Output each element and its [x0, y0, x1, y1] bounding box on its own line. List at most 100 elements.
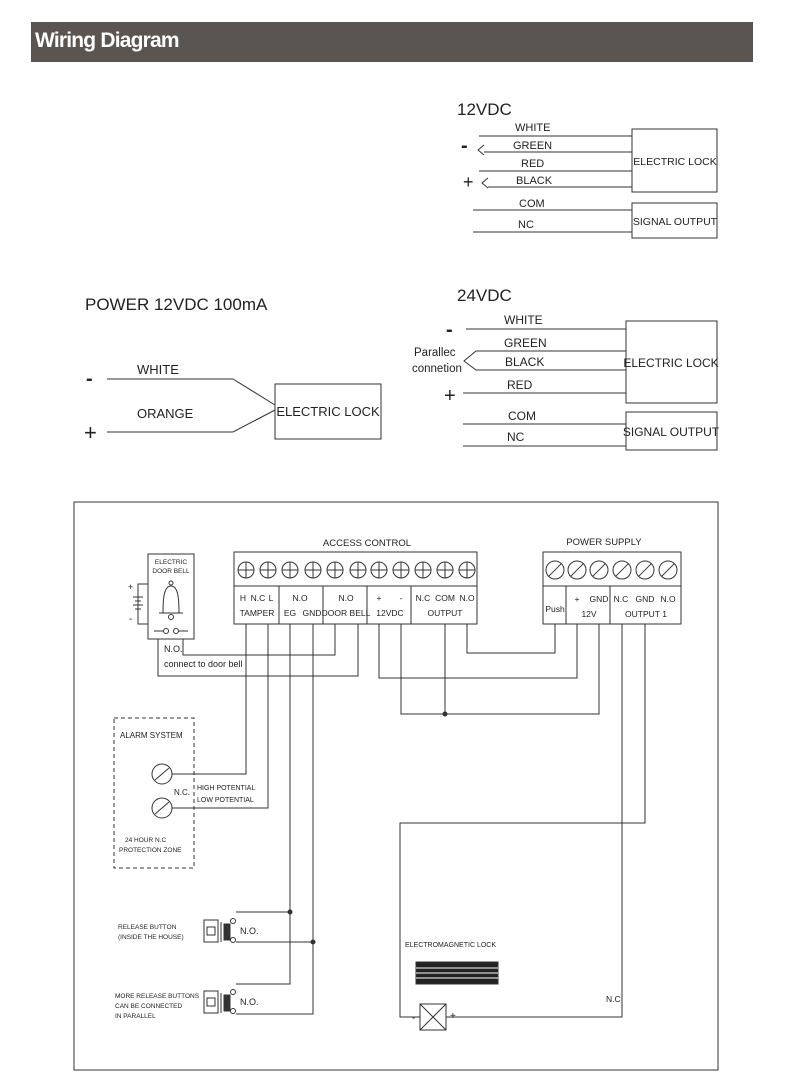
ac-label-gnd: GND	[303, 608, 322, 618]
lock12-label-com: COM	[519, 198, 545, 210]
wire-release-gnd	[236, 624, 314, 943]
alarm-screw-1-slot	[154, 767, 170, 781]
ac-label-tamper: TAMPER	[240, 608, 275, 618]
more-release-label-3: IN PARALLEL	[115, 1013, 156, 1020]
lock24-electric-lock-box	[625, 320, 718, 404]
lock12-label-white: WHITE	[515, 122, 550, 134]
ac-term-no-bell: N.O	[338, 593, 354, 603]
ac-label-eg: EG	[284, 608, 296, 618]
power-plus: +	[84, 420, 97, 445]
em-lock-coil-x2	[419, 1003, 447, 1031]
lock24-label-black: BLACK	[505, 355, 544, 369]
junction-com	[442, 711, 448, 717]
ac-term-h: H	[240, 593, 246, 603]
lock-12vdc-section: 12VDC - + WHITE GREEN RED BLACK ELECTRIC…	[457, 100, 718, 239]
lock24-label-white: WHITE	[504, 313, 543, 327]
lock12-plus: +	[463, 172, 474, 192]
release-terminal-2	[230, 937, 236, 943]
lock24-parallel-label-1: Parallec	[414, 347, 456, 359]
door-bell: ELECTRIC DOOR BELL + - N.O. connect to d…	[128, 553, 243, 669]
release-button-face	[206, 926, 216, 936]
ac-term-out-nc: N.C	[416, 593, 431, 603]
alarm-zone-line-1: 24 HOUR N.C	[125, 837, 166, 844]
panel-frame	[73, 501, 719, 1071]
em-lock-label: ELECTROMAGNETIC LOCK	[405, 942, 496, 949]
power-section: POWER 12VDC 100mA - + WHITE ORANGE ELECT…	[84, 295, 382, 445]
ps-term-plus: +	[575, 594, 580, 604]
ac-label-output: OUTPUT	[428, 608, 463, 618]
lock24-plus: +	[444, 385, 456, 407]
battery-plus-sign: +	[128, 582, 133, 592]
ac-screw-10	[436, 561, 454, 579]
lock12-minus: -	[461, 135, 468, 157]
wire-release-eg	[236, 624, 291, 913]
bell-icon	[162, 585, 180, 614]
ps-screw-2	[567, 560, 587, 580]
bell-terminal-1	[163, 628, 169, 634]
alarm-system-box	[113, 717, 195, 869]
lock12-plus-chevron	[481, 177, 489, 189]
lock12-label-green: GREEN	[513, 140, 552, 152]
ac-screw-9	[414, 561, 432, 579]
ac-label-doorbell: DOOR BELL	[322, 608, 371, 618]
release-button-no: N.O.	[240, 926, 259, 936]
ac-term-out-com: COM	[435, 593, 455, 603]
wire-more-release-gnd	[236, 942, 314, 1015]
ac-screw-2	[259, 561, 277, 579]
lock12-signal-output-box	[631, 202, 718, 239]
lock24-signal-output-box	[625, 411, 718, 451]
release-button-label-1: RELEASE BUTTON	[118, 924, 177, 931]
ps-screw-3	[589, 560, 609, 580]
lock24-label-red: RED	[507, 378, 533, 392]
lock12-signal-output-label: SIGNAL OUTPUT	[633, 216, 718, 228]
release-button-icon	[203, 919, 219, 943]
lock24-label-nc: NC	[507, 430, 525, 444]
main-wiring-panel: ACCESS CONTROL POWER SUPPLY H N.C L N.O …	[73, 501, 719, 1071]
ac-term-nc: N.C	[251, 593, 266, 603]
ac-term-l: L	[269, 593, 274, 603]
lock24-title: 24VDC	[457, 286, 512, 305]
lock24-parallel-label-2: connetion	[412, 363, 462, 375]
ps-screw-6	[658, 560, 678, 580]
wire-em-lock-plus	[446, 624, 623, 1018]
ac-screw-4	[304, 561, 322, 579]
em-lock-minus: -	[412, 1013, 415, 1024]
wire-alarm-low	[172, 624, 269, 809]
power-wire-white	[107, 378, 276, 406]
wire-alarm-high	[172, 624, 247, 775]
power-title: POWER 12VDC 100mA	[85, 295, 268, 314]
lock12-title: 12VDC	[457, 100, 512, 119]
ps-label-output1: OUTPUT 1	[625, 609, 667, 619]
ps-label-12v: 12V	[581, 609, 596, 619]
access-control-terminal-block	[233, 551, 478, 625]
more-release-label-1: MORE RELEASE BUTTONS	[115, 993, 200, 1000]
ps-label-push: Push	[545, 604, 565, 614]
power-supply-title: POWER SUPPLY	[566, 537, 642, 548]
wire-12vdc-minus	[400, 624, 600, 715]
wire-output-push	[466, 624, 556, 654]
wire-em-lock-minus	[399, 624, 646, 1018]
lock24-label-com: COM	[508, 409, 536, 423]
ps-screw-5	[635, 560, 655, 580]
ac-screw-11	[458, 561, 476, 579]
ac-term-minus: -	[400, 593, 403, 603]
release-button-contact	[223, 923, 231, 941]
wire-bell-1	[157, 624, 359, 677]
ac-term-no-eg: N.O	[292, 593, 308, 603]
power-label-orange: ORANGE	[137, 406, 194, 421]
bell-clapper	[168, 614, 174, 620]
ac-screw-5	[326, 561, 344, 579]
lock12-electric-lock-box	[631, 128, 718, 193]
lock12-label-nc: NC	[518, 219, 534, 231]
lock12-label-red: RED	[521, 158, 544, 170]
access-control-title: ACCESS CONTROL	[323, 538, 411, 549]
release-button-label-2: (INSIDE THE HOUSE)	[118, 934, 184, 941]
wire-bell-2	[182, 624, 336, 656]
power-electric-lock-box	[274, 383, 382, 440]
ac-screw-1	[237, 561, 255, 579]
ps-term-gnd: GND	[590, 594, 609, 604]
release-button: RELEASE BUTTON (INSIDE THE HOUSE) N.O.	[118, 918, 259, 943]
lock24-label-green: GREEN	[504, 336, 547, 350]
wire-more-release-eg	[236, 912, 291, 985]
lock24-signal-output-label: SIGNAL OUTPUT	[623, 425, 720, 439]
